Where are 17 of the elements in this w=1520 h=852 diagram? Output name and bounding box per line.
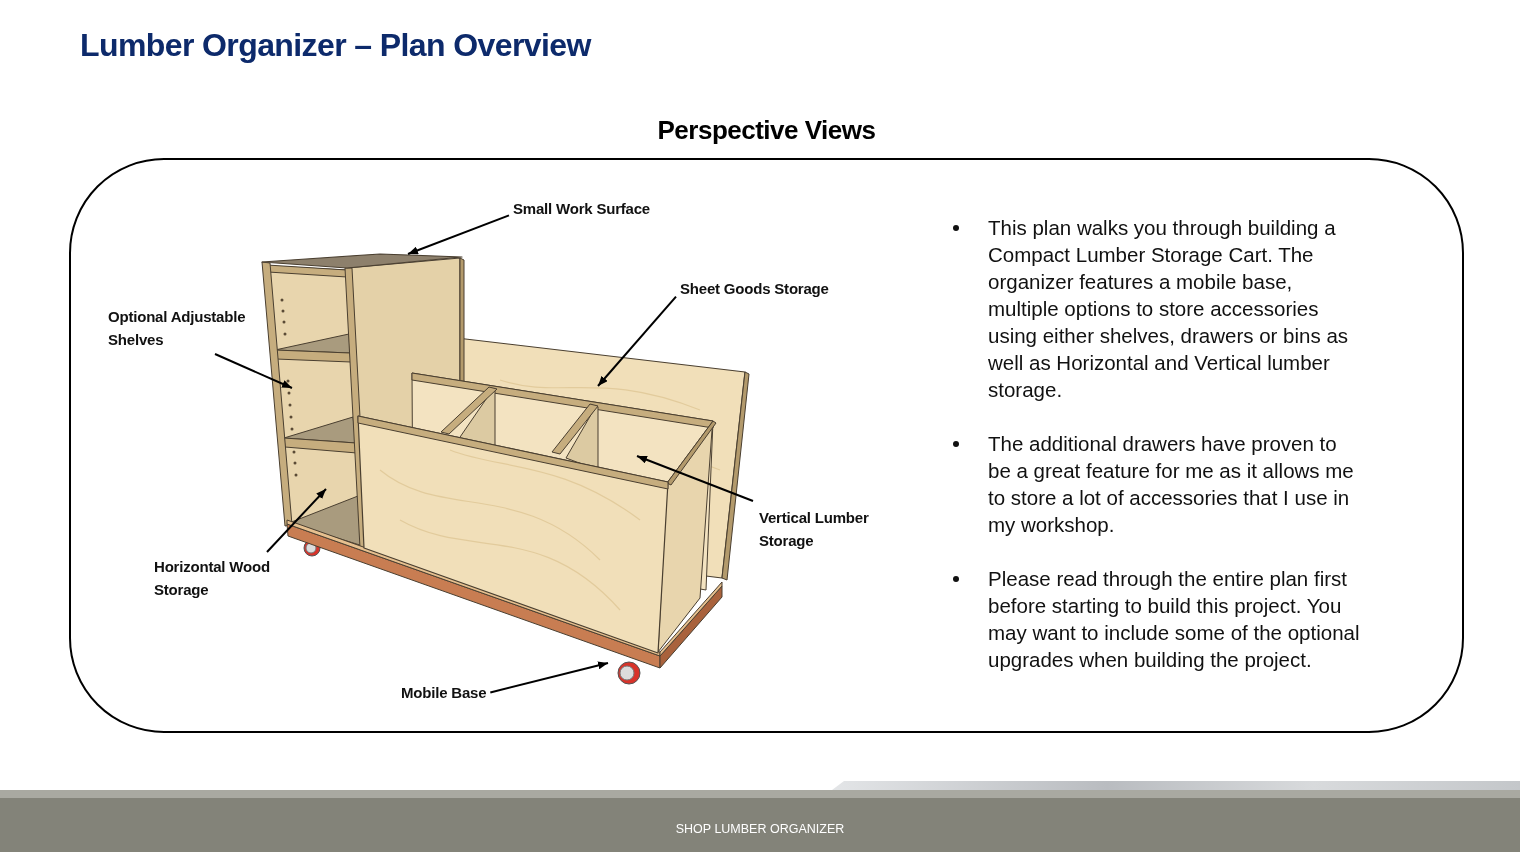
bullet-text: The additional drawers have proven to be a great feature for me as it allows me to store a lot of accessories that I use in my workshop. <box>988 431 1355 538</box>
section-heading: Perspective Views <box>657 114 876 146</box>
leader-line <box>266 488 327 553</box>
page-title: Lumber Organizer – Plan Overview <box>80 26 591 64</box>
callout-label: Mobile Base <box>401 681 487 704</box>
leader-line <box>407 214 510 255</box>
callout-label: Horizontal Wood Storage <box>154 555 290 601</box>
callout-label: Vertical Lumber Storage <box>759 506 884 552</box>
footer-text: SHOP LUMBER ORGANIZER <box>675 821 845 837</box>
leader-line <box>489 661 609 694</box>
callout-label: Sheet Goods Storage <box>680 277 829 300</box>
leader-line <box>597 295 677 387</box>
callout-label: Small Work Surface <box>513 197 650 220</box>
callout-label: Optional Adjustable Shelves <box>108 305 260 351</box>
leader-line <box>214 353 293 389</box>
bullet-text: Please read through the entire plan first before starting to build this project. You may want to include some of the optional upgrades when building the project. <box>988 566 1360 673</box>
bullet-text: This plan walks you through building a Compact Lumber Storage Cart. The organizer features a mobile base, multiple options to store accessories using either shelves, drawers or bins as well as Horizontal and Vertical lumber storage. <box>988 215 1350 403</box>
